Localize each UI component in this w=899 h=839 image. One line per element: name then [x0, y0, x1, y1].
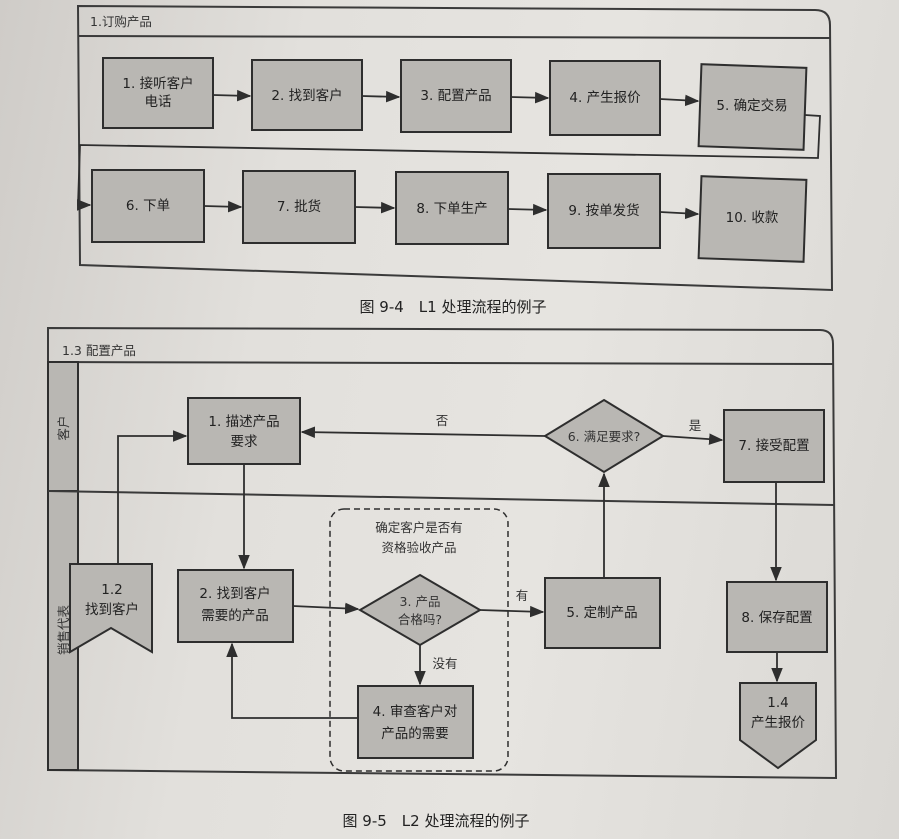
end-connector-1-4 — [739, 682, 817, 770]
step-box-5 — [697, 63, 808, 151]
arrow-6-to-7 — [662, 433, 724, 445]
arrow-6-7 — [203, 200, 243, 213]
decision-6-meets-requirements — [543, 398, 665, 474]
panel-title-order-product: 1.订购产品 — [90, 14, 152, 29]
figure-9-4: 1.订购产品 1. 接听客户 电话 2. 找到客户 3. 配置产品 4. 产生报… — [76, 4, 834, 316]
step-1-label: 1. 接听客户 — [122, 75, 193, 92]
step-1-label-line2: 电话 — [145, 94, 172, 110]
arrow-start-to-1 — [117, 430, 188, 564]
panel-title-configure-product: 1.3 配置产品 — [62, 343, 136, 358]
step-5-label: 5. 确定交易 — [716, 97, 787, 114]
step-3-label: 3. 配置产品 — [420, 88, 491, 104]
figure-9-4-caption: 图 9-4 L1 处理流程的例子 — [360, 298, 547, 316]
panel-frame-configure-product — [47, 326, 838, 780]
step-box-3 — [400, 59, 512, 133]
step-box-1 — [102, 57, 214, 129]
node-2-find-needed-product — [177, 569, 294, 643]
step-2-label: 2. 找到客户 — [271, 87, 342, 104]
arrow-9-10 — [659, 207, 700, 220]
node-5-label: 5. 定制产品 — [566, 605, 637, 621]
step-6-label: 6. 下单 — [126, 198, 170, 214]
node-2-label-line2: 需要的产品 — [201, 608, 269, 624]
step-9-label: 9. 按单发货 — [568, 202, 639, 219]
node-1-describe-requirements — [187, 397, 301, 465]
lane-label-sales: 销售代表 — [56, 605, 71, 656]
step-7-label: 7. 批货 — [277, 198, 321, 215]
lane-label-customer: 客户 — [56, 415, 71, 440]
panel-frame-order-product — [76, 4, 834, 292]
end-connector-label-line2: 产生报价 — [751, 715, 805, 731]
node-7-label: 7. 接受配置 — [738, 437, 809, 454]
arrow-1-2 — [212, 89, 252, 102]
decision-3-label: 3. 产品 — [400, 594, 441, 609]
step-box-4 — [549, 60, 661, 136]
arrow-5-6 — [77, 114, 821, 211]
group-note: 确定客户是否有 — [375, 520, 463, 535]
step-box-8 — [395, 171, 509, 245]
step-box-10 — [697, 175, 808, 263]
node-7-accept-configuration — [723, 409, 825, 483]
step-box-9 — [547, 173, 661, 249]
node-4-label-line2: 产品的需要 — [381, 726, 449, 742]
arrow-2-3 — [361, 90, 401, 103]
start-connector-1-2 — [69, 563, 153, 654]
decision-3-label-line2: 合格吗? — [398, 612, 442, 627]
edge-label-yes: 是 — [689, 418, 702, 433]
node-4-label: 4. 审查客户对 — [373, 703, 458, 720]
edge-label-no: 否 — [436, 413, 449, 428]
figure-9-5: 1.3 配置产品 客户 销售代表 1. 描述产品 要求 1.2 找到客户 2. … — [47, 326, 838, 830]
qualification-group — [329, 508, 509, 772]
start-connector-label-line2: 找到客户 — [85, 601, 139, 618]
arrow-6-to-1 — [300, 426, 546, 438]
node-1-label: 1. 描述产品 — [208, 414, 279, 430]
end-connector-label: 1.4 — [767, 695, 788, 711]
node-5-customize-product — [544, 577, 661, 649]
arrow-4-to-2 — [226, 642, 358, 719]
edge-label-none: 没有 — [432, 656, 457, 671]
node-4-review-customer-needs — [357, 685, 474, 759]
node-1-label-line2: 要求 — [231, 434, 258, 450]
lane-divider — [47, 490, 835, 506]
arrow-4-5 — [659, 94, 700, 107]
node-8-label: 8. 保存配置 — [741, 610, 812, 626]
step-box-2 — [251, 59, 363, 131]
panel-header-divider-2 — [47, 361, 834, 365]
arrow-8-9 — [507, 203, 548, 216]
step-8-label: 8. 下单生产 — [416, 201, 487, 217]
step-box-7 — [242, 170, 356, 244]
decision-3-product-qualified — [358, 573, 482, 647]
decision-6-label: 6. 满足要求? — [568, 429, 641, 444]
arrow-7-8 — [354, 201, 396, 214]
step-4-label: 4. 产生报价 — [569, 90, 641, 106]
figure-9-5-caption: 图 9-5 L2 处理流程的例子 — [343, 812, 530, 830]
node-8-save-configuration — [726, 581, 828, 653]
arrow-2-to-3 — [292, 602, 360, 615]
group-note-line2: 资格验收产品 — [381, 540, 456, 555]
arrow-3-to-5 — [479, 605, 545, 618]
panel-header-divider — [77, 35, 831, 39]
start-connector-label: 1.2 — [101, 582, 122, 598]
step-10-label: 10. 收款 — [726, 210, 779, 226]
edge-label-has: 有 — [516, 588, 529, 603]
arrow-3-4 — [510, 91, 550, 104]
node-2-label: 2. 找到客户 — [199, 585, 270, 602]
